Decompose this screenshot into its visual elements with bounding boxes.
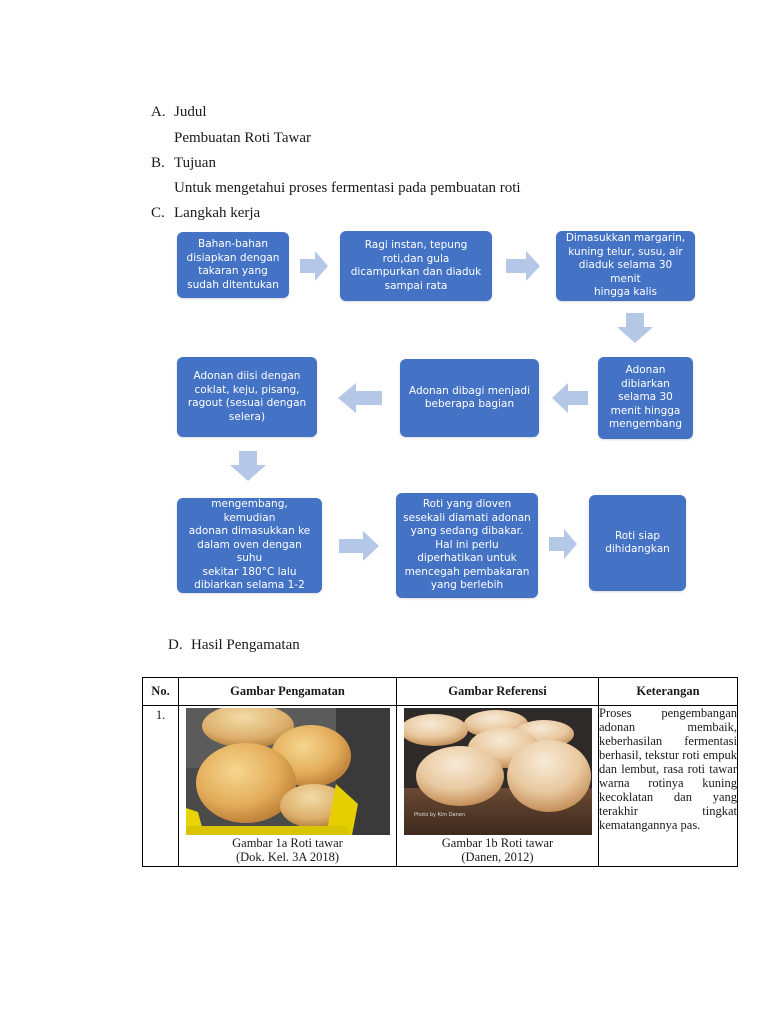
bread-photo-reference: Photo by Kim Danen [403,708,592,835]
arrow-right-icon [549,529,577,559]
observation-table: No. Gambar Pengamatan Gambar Referensi K… [142,677,738,867]
section-d-heading: D. Hasil Pengamatan [168,636,300,654]
section-a-heading: A. Judul [151,103,207,121]
header-gambar-pengamatan: Gambar Pengamatan [178,677,397,706]
header-gambar-referensi: Gambar Referensi [396,677,599,706]
arrow-right-icon [506,251,540,281]
section-b-marker: B. [151,155,165,171]
section-b-title: Tujuan [174,155,216,171]
section-c-marker: C. [151,205,165,221]
section-d-title: Hasil Pengamatan [191,637,300,653]
section-c-title: Langkah kerja [174,205,261,221]
arrow-right-icon [339,531,379,561]
observation-image-cell: Gambar 1a Roti tawar (Dok. Kel. 3A 2018) [178,705,397,867]
arrow-down-icon [230,451,266,481]
reference-watermark: Photo by Kim Danen [414,812,465,818]
section-b-content: Untuk mengetahui proses fermentasi pada … [174,180,521,196]
header-keterangan: Keterangan [598,677,738,706]
section-a-content: Pembuatan Roti Tawar [174,130,311,146]
row-number: 1. [142,705,179,867]
arrow-left-icon [338,383,382,413]
section-a-marker: A. [151,104,166,120]
header-no: No. [142,677,179,706]
observation-caption: Gambar 1a Roti tawar (Dok. Kel. 3A 2018) [232,836,343,864]
reference-image-cell: Photo by Kim Danen Gambar 1b Roti tawar … [396,705,599,867]
table-row: 1. [142,705,738,867]
flow-step-3: Dimasukkan margarin,kuning telur, susu, … [556,231,695,301]
arrow-down-icon [617,313,653,343]
section-d-marker: D. [168,637,183,653]
reference-caption: Gambar 1b Roti tawar (Danen, 2012) [441,836,554,864]
section-b-heading: B. Tujuan [151,154,216,172]
arrow-left-icon [552,383,588,413]
bread-photo-observation [185,708,390,835]
arrow-right-icon [300,251,328,281]
table-header-row: No. Gambar Pengamatan Gambar Referensi K… [142,677,738,706]
section-a-title: Judul [174,104,207,120]
section-c-heading: C. Langkah kerja [151,204,260,222]
keterangan-text: Proses pengembangan adonan membaik, kebe… [598,705,738,867]
